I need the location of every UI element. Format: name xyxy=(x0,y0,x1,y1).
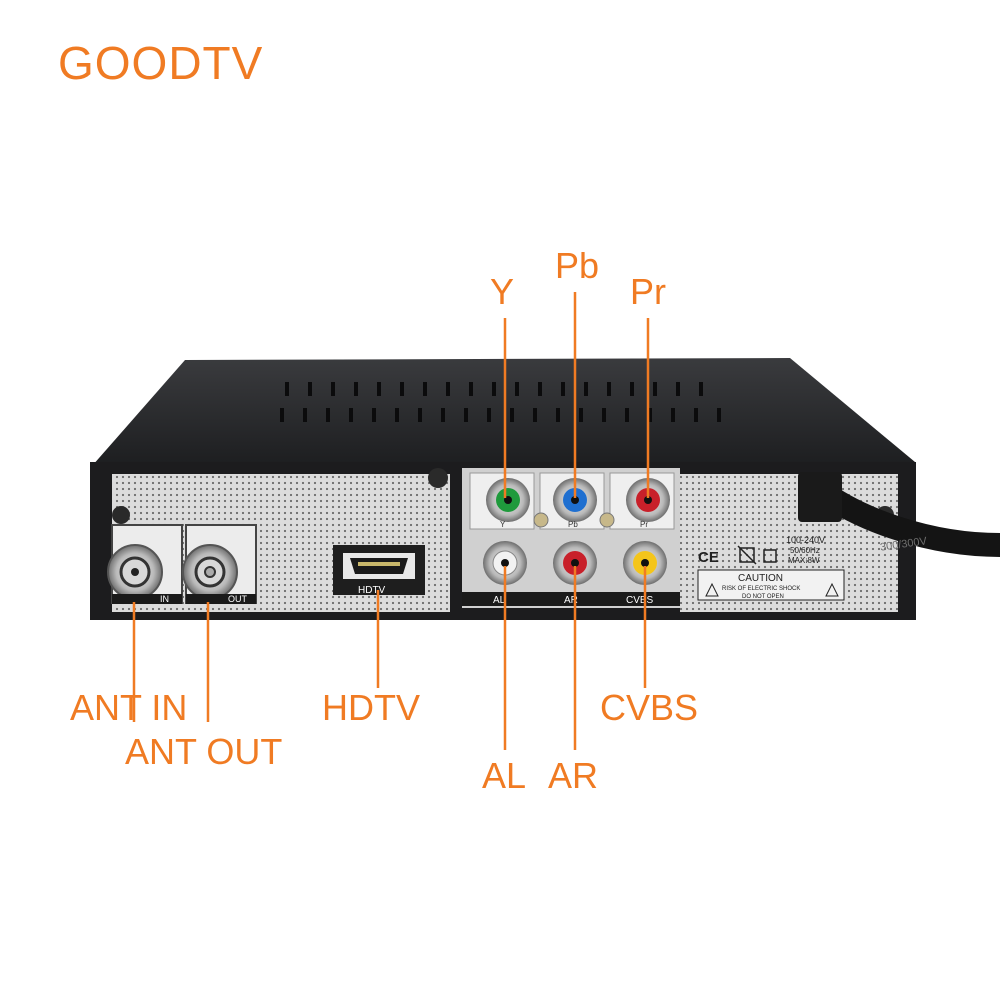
al-jack xyxy=(483,541,527,585)
y-jack xyxy=(469,472,535,530)
pr-panel-label: Pr xyxy=(640,520,648,529)
ant-in-panel-label: IN xyxy=(160,594,169,604)
callout-ar: AR xyxy=(548,755,599,796)
callout-y: Y xyxy=(490,271,515,312)
weee-bin-icon xyxy=(739,547,755,563)
ant-out-panel-label: OUT xyxy=(228,594,248,604)
power-cable: 300/300V xyxy=(798,472,1000,557)
callout-cvbs: CVBS xyxy=(600,687,699,728)
vent-slots xyxy=(280,382,721,422)
ant-in-port: IN xyxy=(107,524,183,604)
callout-pb: Pb xyxy=(555,245,600,286)
double-insulation-icon xyxy=(763,549,777,563)
frequency-text: 50/60Hz xyxy=(790,546,820,555)
pb-panel-label: Pb xyxy=(568,520,578,529)
voltage-text: 100-240V xyxy=(786,535,825,545)
cvbs-jack xyxy=(623,541,667,585)
box-top xyxy=(92,358,915,466)
ar-jack xyxy=(553,541,597,585)
y-panel-label: Y xyxy=(500,520,506,529)
ce-mark: CE xyxy=(698,549,719,566)
callout-hdtv: HDTV xyxy=(322,687,420,728)
screw-icon xyxy=(533,512,549,528)
al-panel-label: AL xyxy=(493,595,506,606)
callout-ant-out: ANT OUT xyxy=(125,731,283,772)
ant-out-port: OUT xyxy=(182,524,257,604)
warning-triangle-icon xyxy=(705,582,719,597)
caution-title: CAUTION xyxy=(738,573,783,584)
hdmi-port: HDTV xyxy=(333,545,425,596)
screw-icon xyxy=(112,506,130,524)
power-text: MAX:8W xyxy=(788,556,820,565)
brand-logo: GOODTV xyxy=(58,37,264,89)
caution-line-1: RISK OF ELECTRIC SHOCK xyxy=(722,586,800,592)
pr-jack xyxy=(609,472,675,530)
hdmi-panel-label: HDTV xyxy=(358,585,386,596)
caution-line-2: DO NOT OPEN xyxy=(742,594,784,600)
callout-ant-in: ANT IN xyxy=(70,687,188,728)
callout-leader-lines xyxy=(132,292,650,750)
callout-al: AL xyxy=(482,755,527,796)
cvbs-panel-label: CVBS xyxy=(626,595,654,606)
ar-panel-label: AR xyxy=(564,595,578,606)
callout-pr: Pr xyxy=(630,271,666,312)
warning-triangle-icon xyxy=(825,582,839,597)
rating-label: CE 100-240V 50/60Hz MAX:8W CAUTION RISK … xyxy=(697,535,845,601)
screw-icon xyxy=(599,512,615,528)
pb-jack xyxy=(539,472,605,530)
screw-icon xyxy=(428,468,448,488)
